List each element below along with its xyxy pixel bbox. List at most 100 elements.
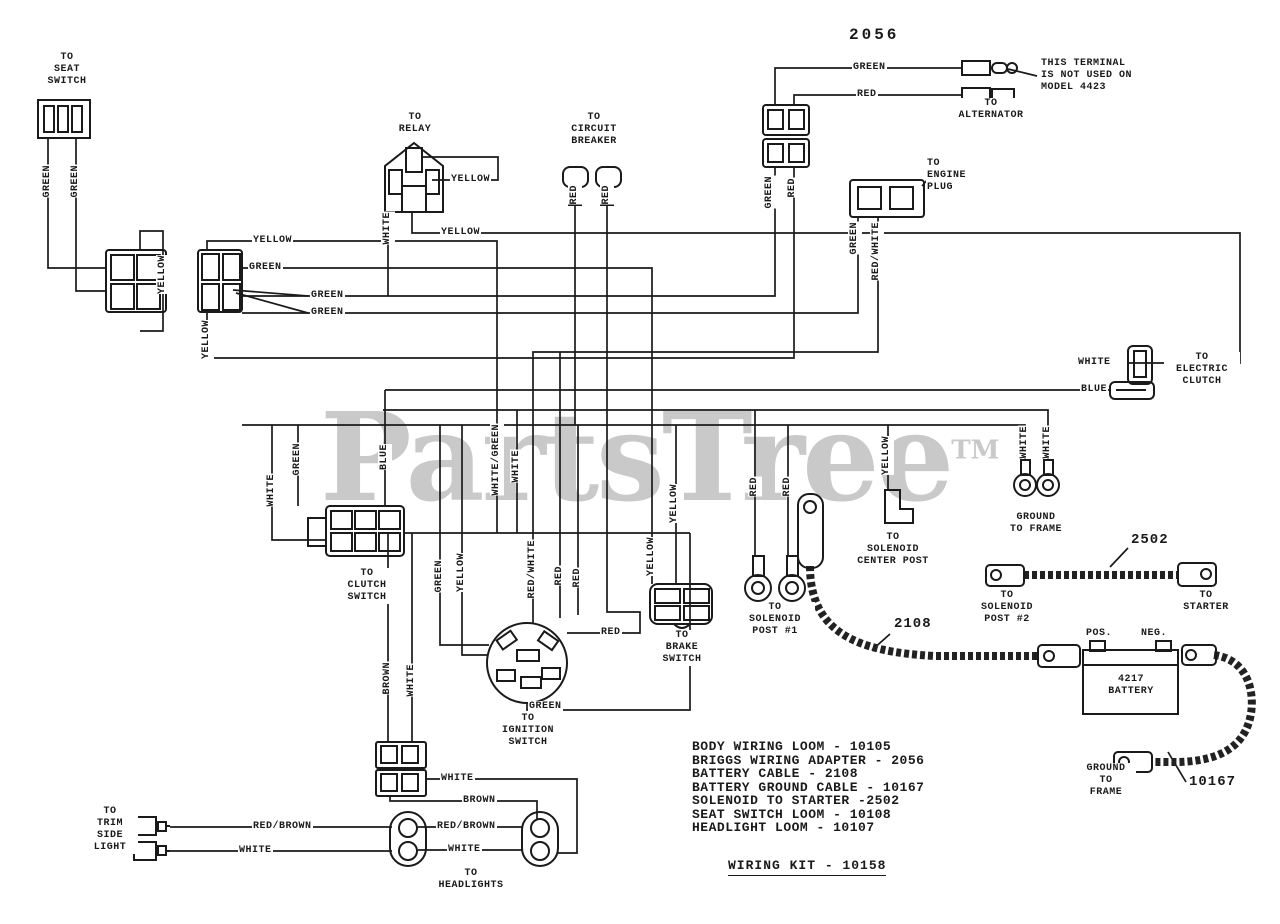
wire-label-green: GREEN (291, 443, 305, 476)
left-connector-2 (197, 249, 243, 313)
starter-label: TO STARTER (1172, 590, 1240, 614)
wire-label-red: RED (600, 627, 622, 639)
wire-label-white: WHITE (405, 664, 419, 697)
wire-label-red: RED (571, 568, 585, 588)
alternator-label: TO ALTERNATOR (948, 98, 1034, 122)
wire-label-white: WHITE (1041, 426, 1055, 459)
wire-label-yellow: YELLOW (440, 227, 482, 239)
wire-label-green: GREEN (248, 262, 283, 274)
wire-label-red-brown: RED/BROWN (252, 821, 313, 833)
parts-list-line: BATTERY CABLE - 2108 (692, 766, 859, 781)
relay-label: TO RELAY (386, 112, 444, 136)
ignition-switch-connector (486, 622, 568, 704)
wire-label-white: WHITE (381, 212, 395, 245)
wire-label-white: WHITE (238, 845, 273, 857)
solenoid-center-post-label: TO SOLENOID CENTER POST (840, 532, 946, 568)
electric-clutch-connector (1109, 345, 1155, 400)
parts-list-line: BATTERY GROUND CABLE - 10167 (692, 779, 925, 795)
wire-label-white: WHITE (510, 450, 524, 483)
alternator-terminals (961, 60, 1018, 103)
parts-list: BODY WIRING LOOM - 10105 BRIGGS WIRING A… (692, 739, 925, 835)
wire-label-yellow: YELLOW (200, 320, 214, 360)
wiring-kit-label: WIRING KIT - 10158 (728, 858, 887, 876)
headlights-label: TO HEADLIGHTS (426, 868, 516, 892)
wire-label-blue: BLUE (1080, 384, 1109, 396)
solenoid-post2-label: TO SOLENOID POST #2 (970, 590, 1044, 626)
wire-label-blue: BLUE (378, 444, 392, 471)
wire-label-white: WHITE (1077, 357, 1112, 369)
wire-label-red-white: RED/WHITE (870, 222, 884, 281)
engine-plug-connector (849, 179, 925, 218)
solenoid-post1-ring-terminals (744, 555, 806, 602)
brake-switch-label: TO BRAKE SWITCH (645, 630, 719, 666)
solenoid-center-post-bracket (884, 489, 914, 524)
wire-label-red: RED (748, 477, 762, 497)
wire-label-white: WHITE (440, 773, 475, 785)
wire-label-brown: BROWN (462, 795, 497, 807)
wire-label-white-green: WHITE/GREEN (490, 424, 504, 496)
part-number-2502: 2502 (1130, 532, 1170, 549)
wire-label-red: RED (553, 566, 567, 586)
wire-label-white: WHITE (447, 844, 482, 856)
wire-label-red-brown: RED/BROWN (436, 821, 497, 833)
electric-clutch-label: TO ELECTRIC CLUTCH (1164, 352, 1240, 388)
solenoid-post1-label: TO SOLENOID POST #1 (735, 602, 815, 638)
brake-switch-connector (649, 583, 713, 629)
wire-label-green: GREEN (310, 307, 345, 319)
wire-label-green: GREEN (852, 62, 887, 74)
wire-label-yellow: YELLOW (450, 174, 492, 186)
wire-label-red-white: RED/WHITE (526, 540, 540, 599)
clutch-switch-connector (307, 505, 405, 557)
battery-cable-lugs (797, 493, 1081, 668)
parts-list-line: SEAT SWITCH LOOM - 10108 (692, 806, 892, 822)
wire-label-green: GREEN (41, 165, 55, 198)
part-number-2108: 2108 (893, 616, 933, 633)
parts-list-line: HEADLIGHT LOOM - 10107 (692, 820, 875, 835)
headlight-sockets (389, 811, 559, 867)
parts-list-line: BRIGGS WIRING ADAPTER - 2056 (692, 752, 925, 768)
seat-switch-connector (37, 99, 91, 139)
clutch-switch-label: TO CLUTCH SWITCH (330, 568, 404, 604)
wire-label-yellow: YELLOW (156, 255, 170, 295)
parts-list-line: SOLENOID TO STARTER -2502 (692, 793, 900, 808)
wire-label-white: WHITE (1018, 426, 1032, 459)
ground-to-frame-label: GROUND TO FRAME (1002, 512, 1070, 536)
ignition-switch-label: TO IGNITION SWITCH (486, 713, 570, 749)
wire-label-red: RED (856, 89, 878, 101)
battery-neg-label: NEG. (1140, 628, 1169, 640)
wire-label-red: RED (781, 477, 795, 497)
wire-label-yellow: YELLOW (668, 484, 682, 524)
wire-label-green: GREEN (848, 222, 862, 255)
trim-side-light-label: TO TRIM SIDE LIGHT (82, 806, 138, 854)
wire-label-yellow: YELLOW (880, 436, 894, 476)
alternator-note: THIS TERMINAL IS NOT USED ON MODEL 4423 (1040, 58, 1134, 94)
wire-label-red: RED (568, 185, 582, 205)
wire-label-green: GREEN (433, 560, 447, 593)
partstree-watermark: PartsTreeTM (320, 385, 1000, 529)
wire-label-yellow: YELLOW (645, 537, 659, 577)
relay-connector (384, 141, 444, 213)
wire-label-white: WHITE (265, 474, 279, 507)
seat-switch-label: TO SEAT SWITCH (40, 52, 94, 88)
wire-label-green: GREEN (763, 176, 777, 209)
trademark-symbol: TM (951, 435, 1000, 466)
circuit-breaker-label: TO CIRCUIT BREAKER (558, 112, 630, 148)
battery-name: 4217 BATTERY (1108, 674, 1154, 697)
wire-label-red: RED (786, 178, 800, 198)
wire-label-brown: BROWN (381, 662, 395, 695)
wire-label-red: RED (600, 185, 614, 205)
diagram-number: 2056 (848, 26, 901, 46)
wire-label-green: GREEN (310, 290, 345, 302)
wire-label-yellow: YELLOW (252, 235, 294, 247)
battery-ground-label: GROUND TO FRAME (1076, 763, 1136, 799)
briggs-adapter-connectors (762, 104, 810, 168)
parts-list-line: BODY WIRING LOOM - 10105 (692, 739, 892, 754)
part-number-10167: 10167 (1188, 774, 1238, 791)
ground-ring-terminals (1013, 459, 1060, 497)
trim-light-terminals (133, 816, 170, 861)
battery-box (1082, 640, 1179, 715)
wire-label-yellow: YELLOW (455, 553, 469, 593)
engine-plug-label: TO ENGINE PLUG (926, 158, 968, 194)
wire-label-green: GREEN (69, 165, 83, 198)
